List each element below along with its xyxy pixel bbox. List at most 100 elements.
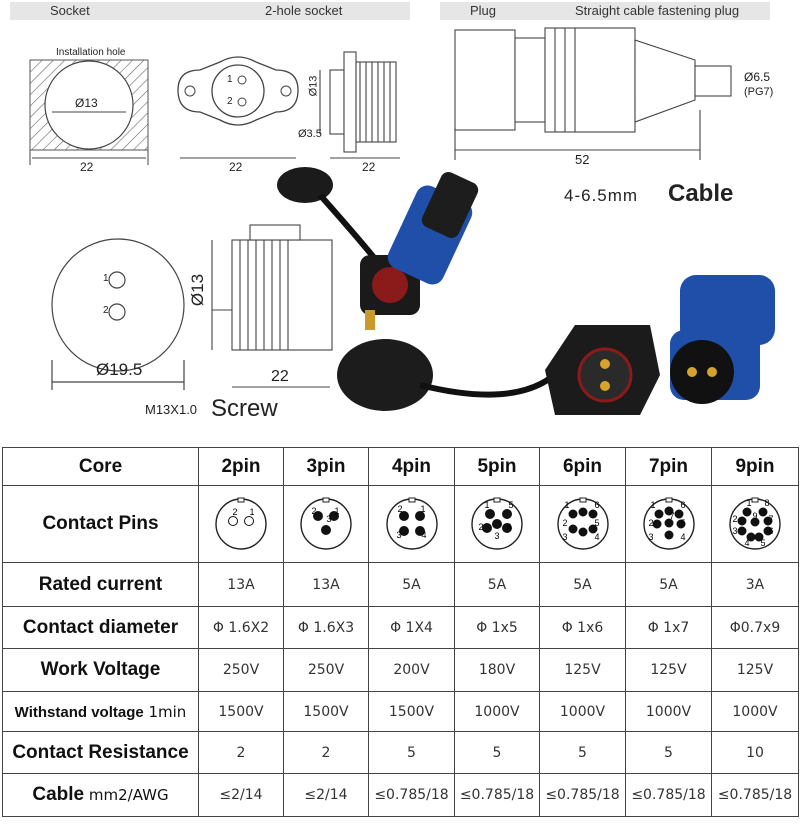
pin-key xyxy=(237,497,245,503)
row-label-text: Contact diameter xyxy=(22,616,179,638)
spec-cell: 13A xyxy=(283,562,369,607)
plug-title: Plug xyxy=(470,3,497,18)
pin-hole xyxy=(758,507,768,517)
cable-range-label: 4-6.5mm xyxy=(564,186,639,205)
screw-pin-2: 2 xyxy=(103,305,109,316)
pin-number: 3 xyxy=(562,532,567,542)
flange-pin-2: 2 xyxy=(227,96,233,107)
pin-hole xyxy=(414,526,425,536)
spec-cell: Φ 1.6X3 xyxy=(283,606,369,649)
pin-number: 2 xyxy=(562,518,567,528)
pin-number: 4 xyxy=(680,532,685,542)
pin-number: 3 xyxy=(396,530,401,540)
pin-number: 2 xyxy=(311,506,316,516)
pin-hole xyxy=(763,516,773,526)
contact-pins-label: Contact Pins xyxy=(2,485,199,563)
col-3pin: 3pin xyxy=(283,447,369,486)
pin-number: 7 xyxy=(768,514,773,524)
flange-front-drawing xyxy=(177,56,299,159)
spec-cell: 5 xyxy=(625,731,712,774)
pin-number: 2 xyxy=(397,504,402,514)
screw-side-drawing xyxy=(211,224,333,388)
row-label: Rated current xyxy=(2,562,199,607)
pin-number: 3 xyxy=(494,531,499,541)
header-row: Core 2pin 3pin 4pin 5pin 6pin 7pin 9pin xyxy=(2,447,799,486)
pin-hole xyxy=(228,516,238,526)
pin-key xyxy=(408,497,415,503)
pin-number: 1 xyxy=(334,506,339,516)
pin-hole xyxy=(737,526,747,536)
plug-side-drawing xyxy=(454,27,732,160)
spec-cell: 180V xyxy=(454,648,540,692)
spec-cell: 1500V xyxy=(368,691,455,732)
pin-number: 2 xyxy=(732,514,737,524)
spec-cell: 2 xyxy=(283,731,369,774)
spec-cell: 1000V xyxy=(711,691,799,732)
spec-cell: 5 xyxy=(539,731,626,774)
pin-number: 6 xyxy=(594,500,599,510)
pin-face xyxy=(300,498,352,550)
row-label-text: Rated current xyxy=(38,573,163,595)
thread-label: M13X1.0 xyxy=(145,402,198,417)
spec-cell: 1000V xyxy=(625,691,712,732)
pin-number: 2 xyxy=(232,507,237,517)
pin-hole xyxy=(588,524,597,534)
spec-cell: Φ0.7x9 xyxy=(711,606,799,649)
flange-side-width-label: 22 xyxy=(362,160,376,174)
screw-word-label: Screw xyxy=(211,395,278,422)
spec-cell: 1500V xyxy=(283,691,369,732)
pin-number: 1 xyxy=(420,504,425,514)
pin-hole xyxy=(313,511,323,521)
hole-width-label: 22 xyxy=(80,160,94,174)
pin-hole xyxy=(676,519,685,529)
flange-height-label: Ø13 xyxy=(307,75,320,97)
spec-cell: 125V xyxy=(625,648,712,692)
pin-hole xyxy=(502,523,512,533)
flange-pin-1: 1 xyxy=(227,74,233,85)
row-label-text: Contact Resistance xyxy=(12,741,189,763)
pin-number: 5 xyxy=(680,518,685,528)
spec-cell: 1500V xyxy=(198,691,284,732)
spec-cell: ≤0.785/18 xyxy=(711,773,799,817)
col-2pin: 2pin xyxy=(198,447,284,486)
cable-word-label: Cable xyxy=(668,180,734,207)
spec-cell: ≤0.785/18 xyxy=(539,773,626,817)
spec-cell: 3A xyxy=(711,562,799,607)
pin-number: 4 xyxy=(744,538,749,548)
pin-hole xyxy=(321,525,331,535)
socket-title: Socket xyxy=(50,3,90,18)
row-label-text: Withstand voltage xyxy=(14,703,144,721)
pin-face xyxy=(385,498,438,550)
pin-key xyxy=(665,497,672,503)
installation-hole-label: Installation hole xyxy=(56,47,126,58)
technical-drawings xyxy=(29,27,775,415)
spec-cell: ≤2/14 xyxy=(198,773,284,817)
pin-number: 4 xyxy=(506,522,511,532)
flange-hole-label: Ø3.5 xyxy=(298,128,322,140)
spec-cell: 10 xyxy=(711,731,799,774)
pin-hole xyxy=(664,530,673,540)
pin-hole xyxy=(664,518,673,528)
pin-number: 6 xyxy=(768,526,773,536)
cable-diameter-label: Ø6.5 xyxy=(744,70,771,84)
pin-number: 7 xyxy=(669,511,674,521)
pin-hole xyxy=(485,509,495,519)
flange-side-drawing xyxy=(319,51,400,159)
pin-number: 5 xyxy=(594,518,599,528)
connector-product-photo xyxy=(277,167,775,415)
pin-hole xyxy=(244,516,254,526)
row-label-text: Work Voltage xyxy=(40,659,161,680)
screw-outer-diameter-label: Ø19.5 xyxy=(96,360,143,379)
pin-face xyxy=(215,498,267,550)
spec-cell: ≤0.785/18 xyxy=(625,773,712,817)
spec-cell: 250V xyxy=(198,648,284,692)
pin-key xyxy=(493,497,501,503)
